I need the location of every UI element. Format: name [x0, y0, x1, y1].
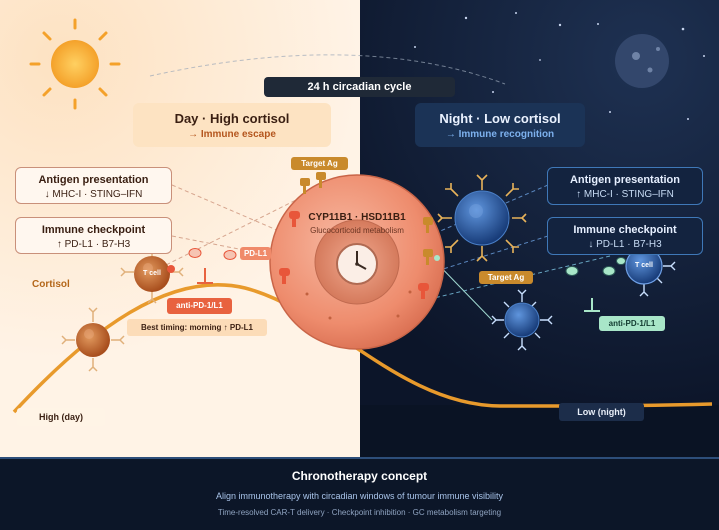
- cortisol-label: Cortisol: [32, 279, 70, 290]
- night-checkpoint-box: Immune checkpoint ↓ PD-L1 · B7-H3: [547, 217, 703, 255]
- t-cell-night: [625, 235, 676, 297]
- night-subtitle: → Immune recognition: [445, 129, 555, 140]
- day-antigen-sub: ↓ MHC-I · STING–IFN: [44, 189, 143, 200]
- target-antigen-receptors-right: [423, 217, 433, 265]
- night-antigen-sub: ↑ MHC-I · STING–IFN: [576, 189, 674, 200]
- t-cell-pdl1-contact: [167, 265, 175, 273]
- footer-line2: Time-resolved CAR-T delivery · Checkpoin…: [217, 508, 502, 517]
- t-cell-day-label: T cell: [143, 270, 161, 277]
- pdl1-label: PD-L1: [240, 247, 271, 260]
- night-header-box: Night · Low cortisol → Immune recognitio…: [415, 103, 585, 147]
- tumor-target-label: Target Ag: [291, 157, 348, 170]
- night-checkpoint-sub: ↓ PD-L1 · B7-H3: [588, 239, 662, 250]
- contact-dot: [434, 255, 440, 261]
- footer-line1: Align immunotherapy with circadian windo…: [215, 491, 504, 501]
- antibody-night-label: anti-PD-1/L1: [599, 316, 665, 331]
- immune-cell-night-1: [437, 174, 527, 262]
- tumor-subtitle: Glucocorticoid metabolism: [310, 226, 404, 235]
- tumor-genes: CYP11B1 · HSD11B1: [308, 212, 406, 223]
- day-antigen-box: Antigen presentation ↓ MHC-I · STING–IFN: [15, 167, 172, 204]
- pdl1-bubbles: [188, 248, 237, 260]
- timing-label: Best timing: morning ↑ PD-L1: [127, 319, 267, 336]
- day-subtitle: → Immune escape: [188, 129, 276, 140]
- moon-icon: [615, 34, 669, 88]
- day-checkpoint-box: Immune checkpoint ↑ PD-L1 · B7-H3: [15, 217, 172, 254]
- cycle-arrow: [149, 54, 506, 85]
- footer: Chronotherapy concept Align immunotherap…: [0, 457, 719, 530]
- target-antigen-receptors: [300, 172, 326, 194]
- day-checkpoint-sub: ↑ PD-L1 · B7-H3: [56, 239, 131, 250]
- night-checkpoint-title: Immune checkpoint: [573, 224, 677, 236]
- night-antigen-title: Antigen presentation: [569, 174, 680, 186]
- t-cell-day-2: [61, 307, 125, 372]
- clock-icon: [336, 243, 378, 285]
- day-checkpoint-title: Immune checkpoint: [41, 224, 146, 236]
- night-antigen-box: Antigen presentation ↑ MHC-I · STING–IFN: [547, 167, 703, 205]
- cycle-label: 24 h circadian cycle: [264, 77, 455, 97]
- antibody-day-label: anti-PD-1/L1: [167, 298, 232, 314]
- night-title: Night · Low cortisol: [439, 111, 561, 126]
- day-header-box: Day · High cortisol → Immune escape: [133, 103, 331, 147]
- night-target-label: Target Ag: [479, 271, 533, 284]
- t-cell-day-1: [120, 241, 184, 304]
- footer-title: Chronotherapy concept: [291, 469, 428, 483]
- day-antigen-title: Antigen presentation: [38, 174, 149, 186]
- sun-icon: [29, 18, 121, 110]
- low-night-label: Low (night): [559, 403, 644, 421]
- stars-icon: [414, 12, 705, 120]
- night-bubbles: [565, 257, 626, 276]
- antibody-night-icon: [584, 298, 600, 312]
- day-title: Day · High cortisol: [174, 111, 290, 126]
- high-day-label: High (day): [17, 408, 105, 426]
- night-ground-band: [360, 405, 719, 457]
- t-cell-night-label: T cell: [635, 262, 653, 269]
- antibody-day-icon: [197, 268, 213, 284]
- pdl1-receptors: [279, 211, 429, 299]
- immune-cell-night-2: [491, 289, 553, 351]
